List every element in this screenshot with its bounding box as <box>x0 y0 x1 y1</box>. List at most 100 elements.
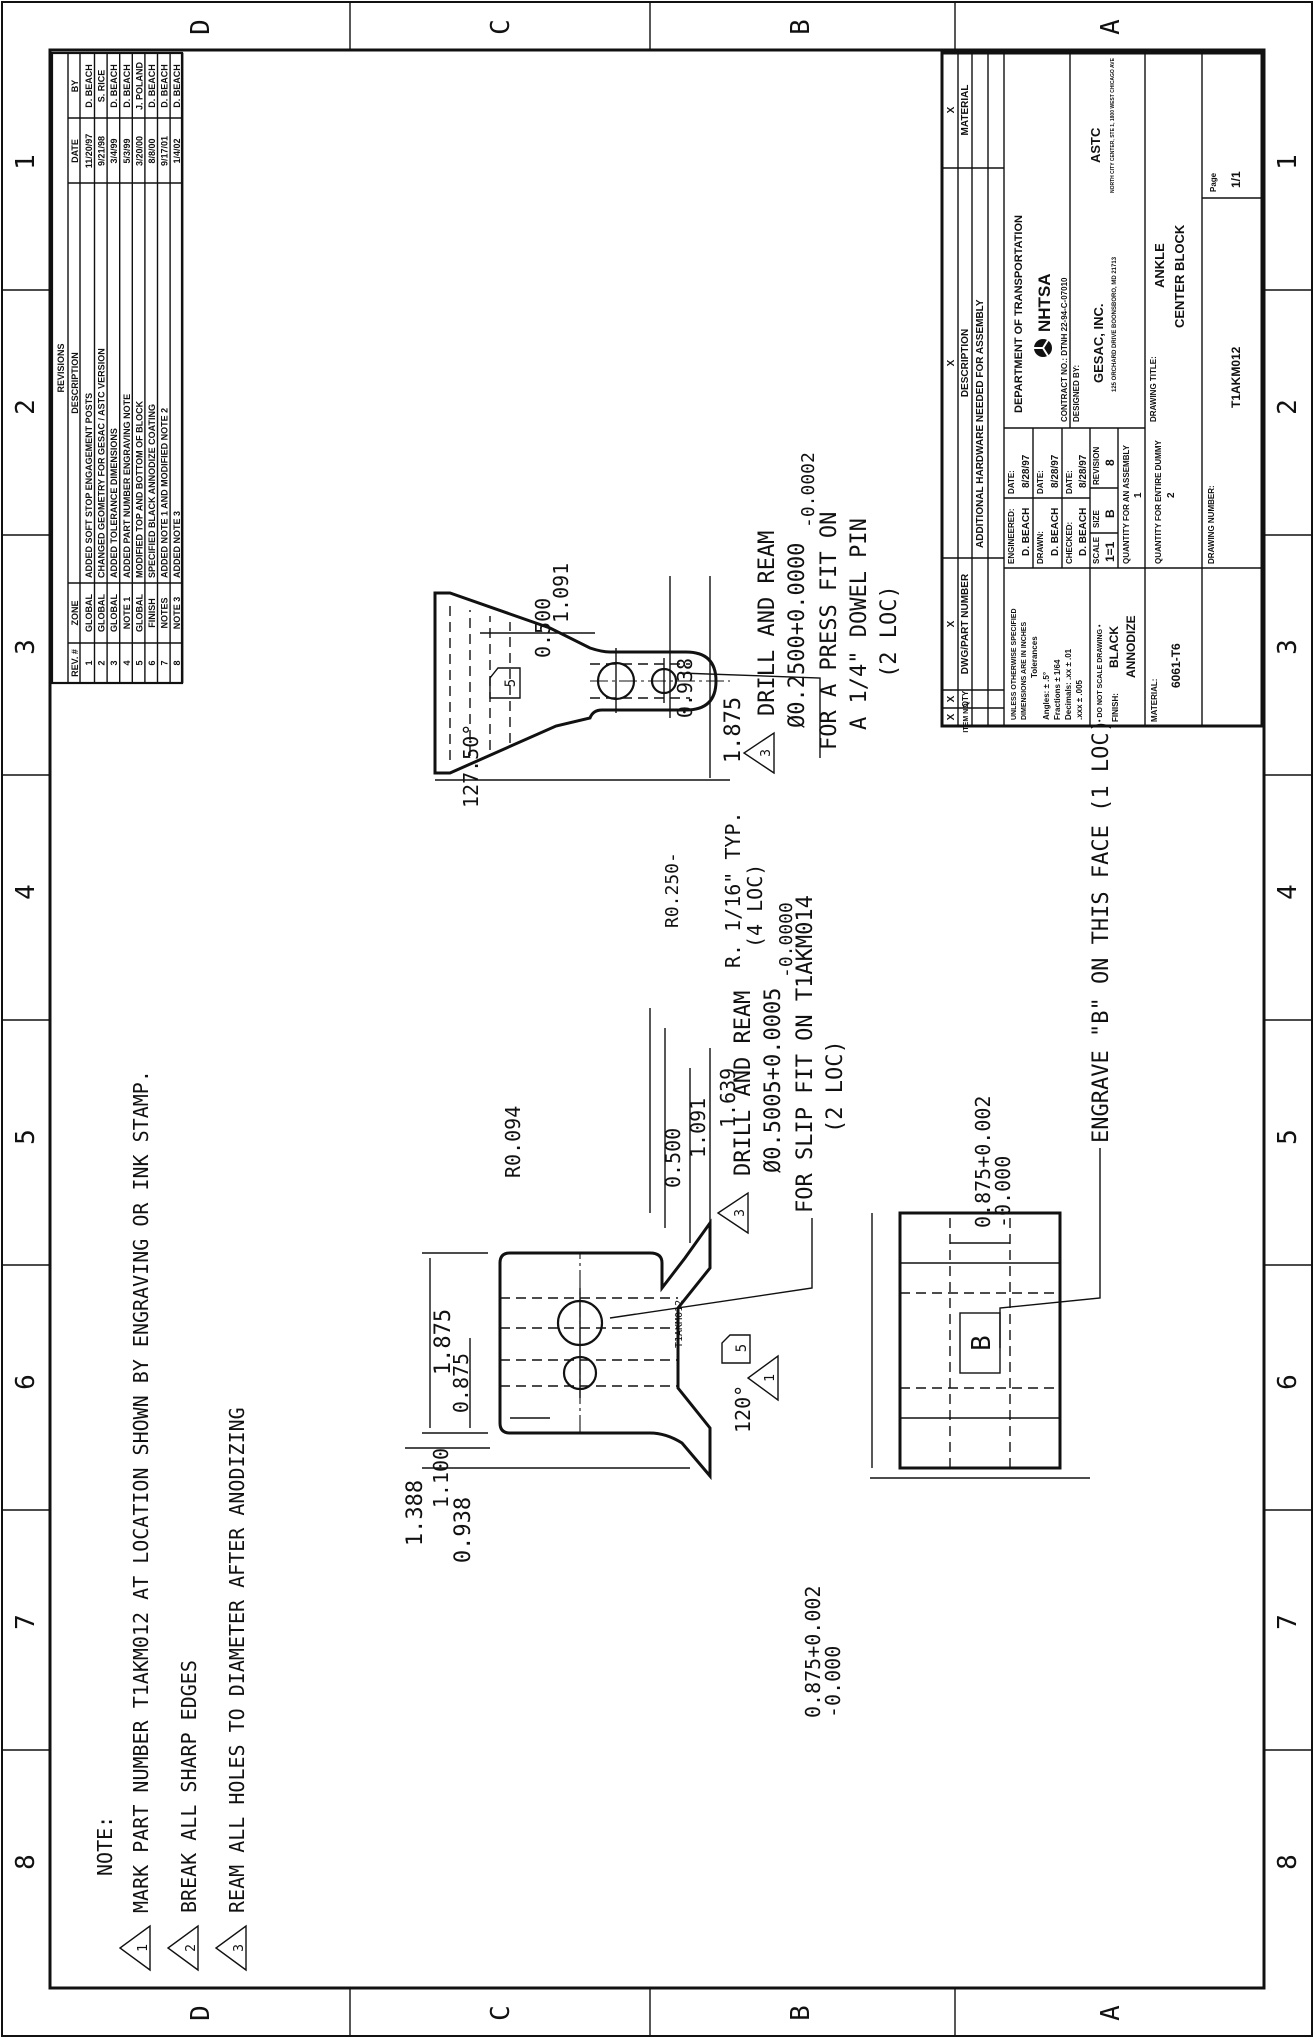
zone-number: 5 <box>11 1129 41 1145</box>
size-value: B <box>1103 509 1117 518</box>
engrave-note: ENGRAVE "B" ON THIS FACE (1 LOC) <box>1089 719 1114 1143</box>
revision-cell: D. BEACH <box>109 64 119 108</box>
zone-number: 8 <box>1273 1854 1303 1870</box>
dim-0875: 0.875+0.002 <box>971 1096 995 1228</box>
side-view-note3: 3 DRILL AND REAM Ø0.5005+0.0005 -0.0000 … <box>609 895 848 1319</box>
drawing-title: CENTER BLOCK <box>1172 224 1187 328</box>
drawing-number-label: DRAWING NUMBER: <box>1207 485 1216 564</box>
revision-cell: S. RICE <box>97 70 107 103</box>
note-flag-number: 3 <box>733 1209 748 1217</box>
bom-header: DWG/PART NUMBER <box>960 573 971 674</box>
material-label: MATERIAL: <box>1150 679 1159 722</box>
date-label: DATE: <box>1036 470 1045 494</box>
zone-letter: C <box>486 2005 516 2021</box>
revision-cell: GLOBAL <box>109 594 119 632</box>
page-label: Page <box>1209 172 1218 192</box>
engineered-date: 8/28/97 <box>1021 454 1032 488</box>
tol-text: Tolerances <box>1030 636 1039 678</box>
revision-cell: 8 <box>172 660 182 665</box>
zone-number: 1 <box>1273 154 1303 170</box>
dim-1875: 1.875 <box>431 1309 456 1375</box>
zone-number: 4 <box>1273 884 1303 900</box>
drawn-date: 8/28/97 <box>1050 454 1061 488</box>
zone-letter: C <box>486 19 516 35</box>
side-view-dims: 1.875 0.875 0.938 1.100 1.388 0.500 1.09… <box>403 1068 778 1563</box>
rev-header: ZONE <box>70 600 80 625</box>
revision-cell: D. BEACH <box>84 64 94 108</box>
finish-value: BLACK <box>1107 626 1121 668</box>
qty-assy: 1 <box>1133 492 1144 498</box>
qty-assy-label: QUANTITY FOR AN ASSEMBLY <box>1122 444 1131 564</box>
checked-by: D. BEACH <box>1078 508 1089 556</box>
scale-value: 1=1 <box>1103 541 1117 562</box>
checked-date: 8/28/97 <box>1078 454 1089 488</box>
notes-block: NOTE: 1 MARK PART NUMBER T1AKM012 AT LOC… <box>93 1070 249 1972</box>
dim-1091: 1.091 <box>686 1098 710 1158</box>
revision-cell: 8/8/00 <box>147 138 157 163</box>
dim-1639: 1.639 <box>716 1068 740 1128</box>
zone-letter: D <box>186 2005 216 2021</box>
dim-1875: 1.875 <box>721 697 746 763</box>
part-mark: T1AKM012 <box>674 1300 685 1348</box>
revision-cell: 5/3/99 <box>122 138 132 163</box>
revision-cell: J. POLAND <box>134 62 144 111</box>
revision-cell: D. BEACH <box>147 64 157 108</box>
note-text-1: MARK PART NUMBER T1AKM012 AT LOCATION SH… <box>129 1070 153 1913</box>
dim-0938: 0.938 <box>673 658 697 718</box>
dim-angle: 127.50° <box>459 724 483 808</box>
bom-header: DESCRIPTION <box>960 329 971 397</box>
dim-0875: -0.000 <box>821 1646 845 1718</box>
zone-number: 8 <box>11 1854 41 1870</box>
qty-dummy-label: QUANTITY FOR ENTIRE DUMMY <box>1154 439 1163 564</box>
note-flag-1 <box>118 1924 151 1972</box>
astc-name: ASTC <box>1088 127 1103 163</box>
zone-number: 1 <box>11 154 41 170</box>
zone-numbers-right: 1 2 3 4 5 6 7 8 <box>1273 154 1303 1870</box>
dim-rtyp: R. 1/16" TYP. <box>721 811 745 968</box>
qty-dummy: 2 <box>1166 492 1177 498</box>
note3-text: FOR A PRESS FIT ON <box>817 512 842 750</box>
note-flag-3 <box>214 1924 247 1972</box>
zone-letter: A <box>1096 19 1126 35</box>
rev-header: BY <box>70 80 80 93</box>
note-flag-number: 3 <box>232 1944 247 1952</box>
notes-heading: NOTE: <box>93 1816 117 1876</box>
revisions-title: REVISIONS <box>56 343 66 392</box>
revision-cell: GLOBAL <box>84 594 94 632</box>
zone-number: 2 <box>1273 399 1303 415</box>
top-view-dims: 1.875 0.938 0.500 1.091 127.50° R0.250- … <box>459 563 767 968</box>
note3-text: DRILL AND REAM <box>755 531 780 716</box>
contract-number: CONTRACT NO.: DTNH 22-94-C-07010 <box>1060 277 1069 422</box>
drawing-title: ANKLE <box>1152 243 1167 288</box>
rev-header: REV. # <box>70 649 80 677</box>
rev-flag-number: 5 <box>503 679 519 687</box>
note-flag-number: 1 <box>136 1944 151 1952</box>
revision-cell: ADDED SOFT STOP ENGAGEMENT POSTS <box>84 393 94 578</box>
zone-number: 3 <box>1273 639 1303 655</box>
size-label: SIZE <box>1092 510 1101 528</box>
dim-0875: 0.875 <box>449 1353 473 1413</box>
zone-letter: D <box>186 19 216 35</box>
revision-cell: 3/4/99 <box>109 138 119 163</box>
revision-cell: ADDED NOTE 3 <box>172 511 182 578</box>
scale-label: SCALE <box>1092 536 1101 564</box>
note-flag-number: 3 <box>759 749 774 757</box>
agency: NHTSA <box>1035 273 1054 332</box>
bom-x: X <box>946 695 957 702</box>
drawing-content: NOTE: 1 MARK PART NUMBER T1AKM012 AT LOC… <box>50 51 1264 1972</box>
note3-text: DRILL AND REAM <box>731 991 756 1176</box>
note3-text: (2 LOC) <box>823 1040 848 1133</box>
revision-cell: FINISH <box>147 598 157 628</box>
tol-text: Fractions ± 1/64 <box>1053 659 1062 720</box>
drawing-title-label: DRAWING TITLE: <box>1149 356 1158 422</box>
revision-cell: 4 <box>122 660 132 665</box>
revision-cell: 7 <box>160 660 170 665</box>
dim-0875: -0.000 <box>991 1156 1015 1228</box>
no-scale-note: • DO NOT SCALE DRAWING • <box>1097 624 1104 722</box>
rev-header: DESCRIPTION <box>70 352 80 414</box>
tol-text: Angles: ± .5° <box>1042 672 1051 720</box>
zone-number: 6 <box>11 1374 41 1390</box>
